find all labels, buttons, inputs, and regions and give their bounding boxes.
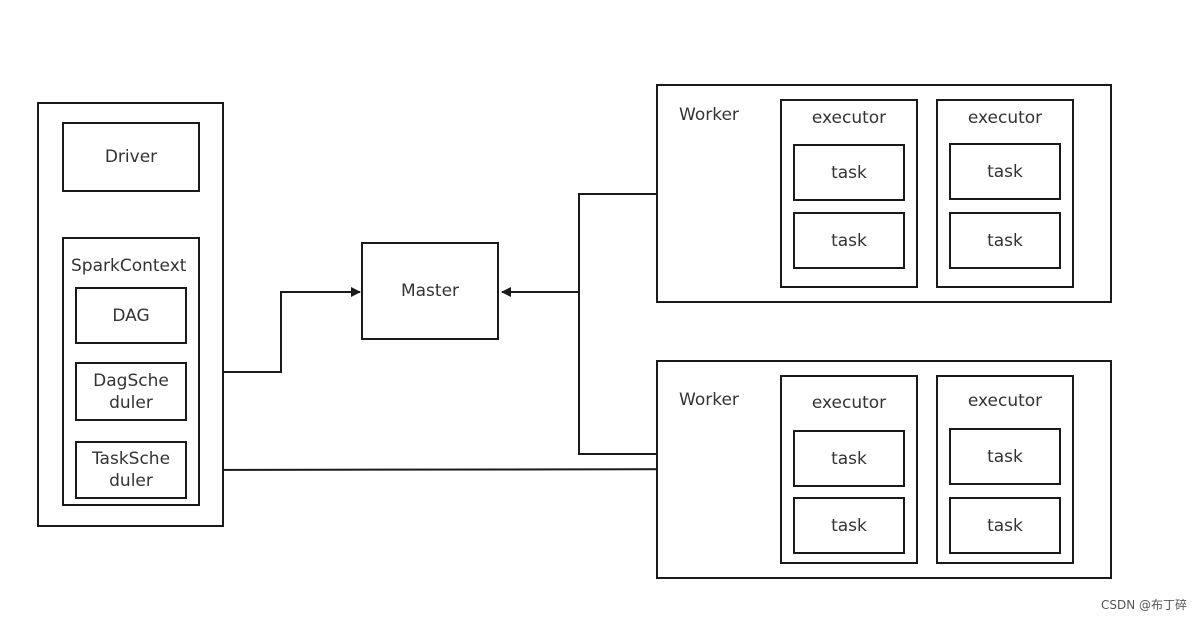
task-label: task xyxy=(987,446,1023,467)
master-box: Master xyxy=(361,242,499,340)
task-box: task xyxy=(793,430,905,487)
dagscheduler-label: DagSche duler xyxy=(93,370,169,414)
dagscheduler-to-master-arrow xyxy=(199,287,361,373)
driver-box: Driver xyxy=(62,122,200,192)
executor-label: executor xyxy=(967,391,1043,411)
taskscheduler-label: TaskSche duler xyxy=(92,448,170,492)
task-box: task xyxy=(949,212,1061,269)
task-label: task xyxy=(831,448,867,469)
worker-label: Worker xyxy=(679,390,739,410)
dag-box: DAG xyxy=(75,287,187,344)
workers-to-master-line xyxy=(578,193,657,455)
taskscheduler-label-line1: TaskSche xyxy=(91,449,171,469)
task-box: task xyxy=(949,143,1061,200)
dag-label: DAG xyxy=(112,305,150,326)
task-label: task xyxy=(987,230,1023,251)
dagscheduler-label-line2: duler xyxy=(109,392,153,413)
task-label: task xyxy=(987,161,1023,182)
sparkcontext-label: SparkContext xyxy=(71,256,187,276)
watermark-text: CSDN @布丁碎 xyxy=(1100,598,1187,612)
master-label: Master xyxy=(400,281,460,301)
task-box: task xyxy=(949,428,1061,485)
worker-label: Worker xyxy=(679,105,739,125)
dagscheduler-box: DagSche duler xyxy=(75,362,187,421)
task-box: task xyxy=(793,144,905,201)
task-label: task xyxy=(831,230,867,251)
task-box: task xyxy=(793,212,905,269)
executor-label: executor xyxy=(811,108,887,128)
executor-label: executor xyxy=(811,393,887,413)
driver-label: Driver xyxy=(104,147,158,167)
task-box: task xyxy=(793,497,905,554)
taskscheduler-box: TaskSche duler xyxy=(75,441,187,499)
executor-label: executor xyxy=(967,108,1043,128)
dagscheduler-label-line1: DagSche xyxy=(93,370,169,391)
task-label: task xyxy=(987,515,1023,536)
task-label: task xyxy=(831,515,867,536)
taskscheduler-label-line2: duler xyxy=(109,471,153,491)
task-box: task xyxy=(949,497,1061,554)
task-label: task xyxy=(831,162,867,183)
